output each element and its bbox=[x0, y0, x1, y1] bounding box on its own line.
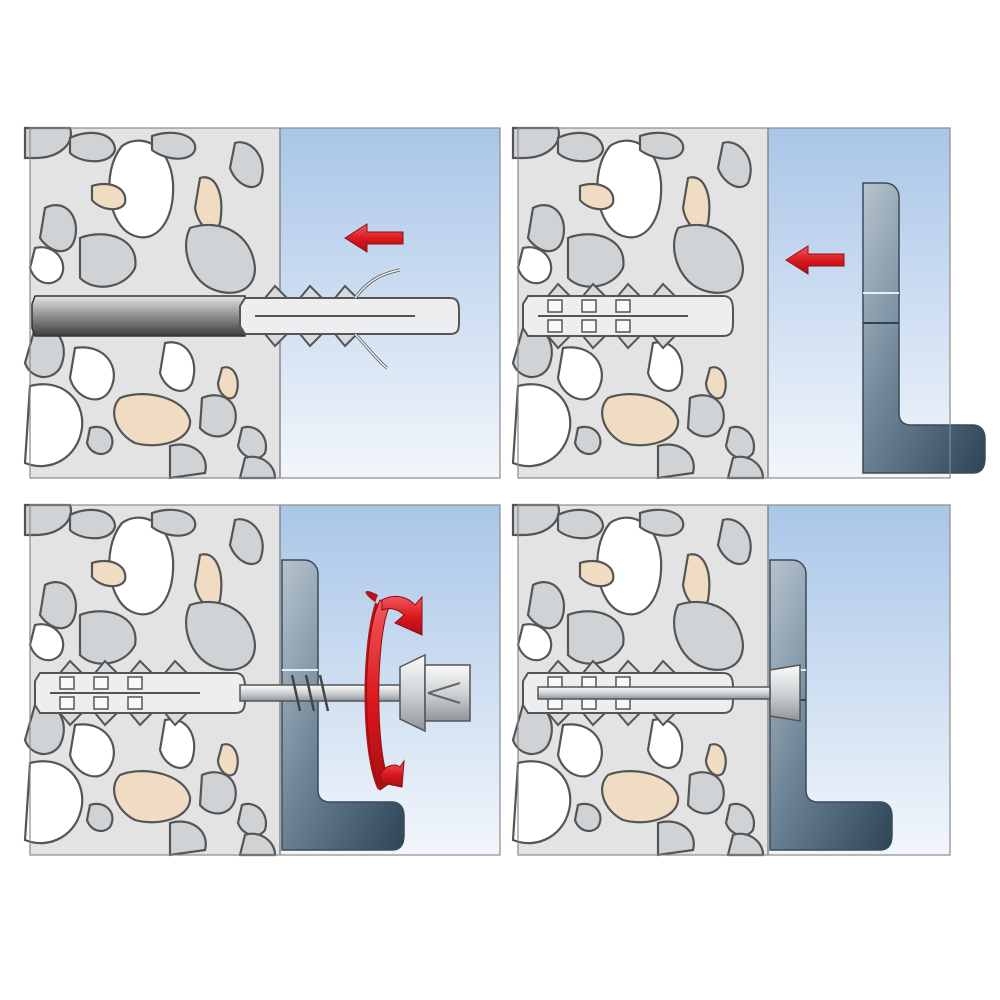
screw bbox=[239, 653, 426, 733]
air-space bbox=[768, 128, 950, 478]
screwdriver bbox=[424, 664, 471, 722]
drill-bit bbox=[31, 295, 246, 337]
step-3-panel bbox=[23, 503, 501, 857]
step-4-panel bbox=[511, 503, 951, 857]
step-2-panel bbox=[511, 126, 986, 480]
rotate-arrow-icon bbox=[364, 590, 423, 791]
step-1-panel bbox=[23, 126, 501, 480]
screw-head bbox=[537, 664, 801, 722]
wall-plug bbox=[239, 268, 460, 370]
